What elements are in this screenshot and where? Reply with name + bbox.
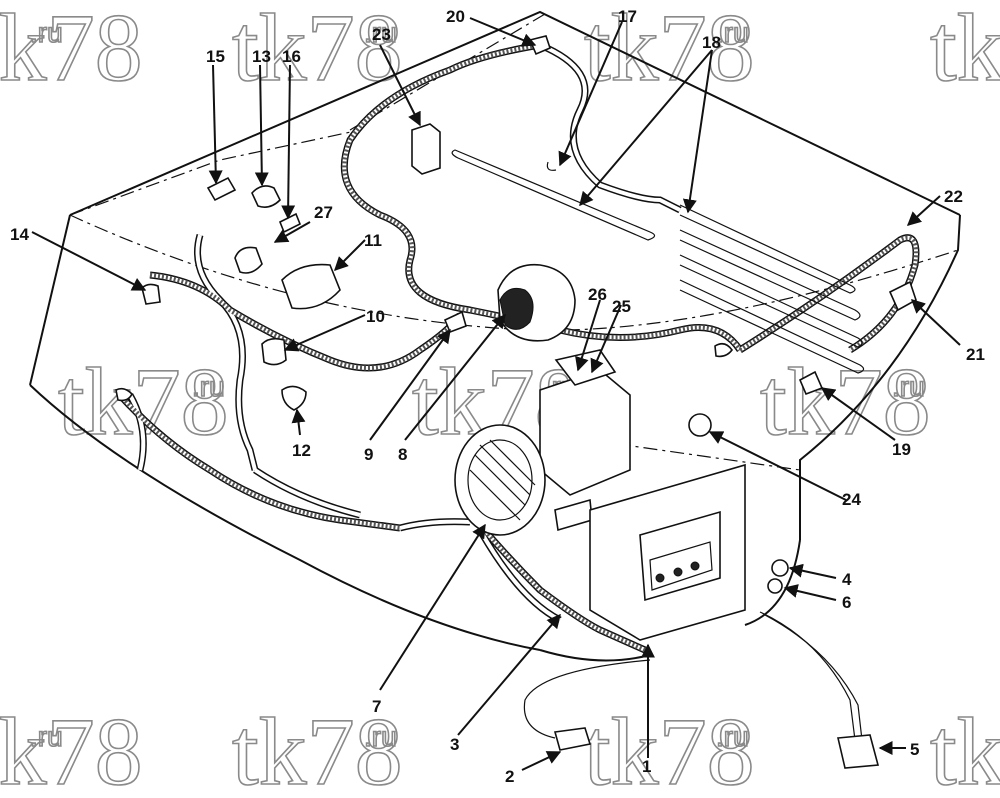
callout-22: 22 <box>944 187 963 206</box>
callout-7: 7 <box>372 697 381 716</box>
fuse-4 <box>771 559 789 577</box>
watermark-bottom-right2: tk78 <box>929 697 1000 798</box>
wiring-harness <box>117 41 920 654</box>
callout-21: 21 <box>966 345 985 364</box>
switch-14 <box>141 283 161 305</box>
leader-lines <box>31 17 961 771</box>
watermark-top-right2: tk78 <box>929 0 1000 102</box>
svg-text:tk78: tk78 <box>584 0 755 101</box>
callout-11: 11 <box>364 231 382 250</box>
heater-tubes <box>451 149 865 374</box>
relay-10 <box>261 337 287 366</box>
grommet-left <box>115 387 133 402</box>
callout-8: 8 <box>398 445 407 464</box>
svg-text:tk78: tk78 <box>232 698 403 798</box>
callout-13: 13 <box>252 47 271 66</box>
motor-11 <box>281 263 341 310</box>
callout-4: 4 <box>842 570 852 589</box>
callout-12: 12 <box>292 441 311 460</box>
unit-housing <box>29 10 961 662</box>
callout-14: 14 <box>10 225 29 244</box>
callout-25: 25 <box>612 297 631 316</box>
callout-19: 19 <box>892 440 911 459</box>
svg-text:.ru: .ru <box>716 721 749 752</box>
svg-text:tk78: tk78 <box>930 0 1000 101</box>
callout-15: 15 <box>206 47 225 66</box>
svg-text:.ru: .ru <box>364 721 397 752</box>
svg-text:.ru: .ru <box>716 17 749 48</box>
fuse-6 <box>767 578 783 594</box>
callout-6: 6 <box>842 593 851 612</box>
callout-20: 20 <box>446 7 465 26</box>
watermark-top-right1: tk78.ru <box>583 0 755 102</box>
svg-text:tk78: tk78 <box>760 348 931 455</box>
svg-text:.ru: .ru <box>30 17 63 48</box>
callout-23: 23 <box>372 25 391 44</box>
watermark-bottom-left: tk78.ru <box>0 697 143 798</box>
callout-5: 5 <box>910 740 919 759</box>
svg-text:tk78: tk78 <box>0 698 143 798</box>
svg-text:.ru: .ru <box>364 17 397 48</box>
side-components <box>688 280 917 594</box>
watermark-bottom-right1: tk78.ru <box>583 697 755 798</box>
junction-box <box>411 123 441 175</box>
upper-left-components <box>115 176 467 411</box>
callout-2: 2 <box>505 767 514 786</box>
grommet-right <box>714 342 733 358</box>
remote-cables <box>523 611 880 769</box>
svg-text:.ru: .ru <box>892 371 925 402</box>
svg-text:.ru: .ru <box>192 371 225 402</box>
svg-text:tk78: tk78 <box>584 698 755 798</box>
watermark-top-left: tk78.ru <box>0 0 143 102</box>
electric-motor <box>454 349 631 536</box>
solenoid-13 <box>251 185 281 208</box>
remote-plug-5 <box>837 734 880 769</box>
callout-3: 3 <box>450 735 459 754</box>
connector-9 <box>443 310 467 334</box>
thermostat-12 <box>281 385 307 411</box>
watermark-bottom-center: tk78.ru <box>231 697 403 798</box>
valve-27 <box>234 246 263 274</box>
callout-1: 1 <box>642 757 651 776</box>
callout-labels: 1 2 3 4 5 6 7 8 9 10 11 12 13 14 15 16 1… <box>10 7 985 786</box>
callout-18: 18 <box>702 33 721 52</box>
alternator <box>497 263 576 342</box>
plug-15 <box>206 176 237 202</box>
gauge-24 <box>688 413 712 437</box>
svg-text:.ru: .ru <box>30 721 63 752</box>
callout-10: 10 <box>366 307 385 326</box>
callout-9: 9 <box>364 445 373 464</box>
callout-17: 17 <box>618 7 637 26</box>
callout-16: 16 <box>282 47 301 66</box>
callout-26: 26 <box>588 285 607 304</box>
control-box <box>589 463 746 641</box>
svg-text:tk78: tk78 <box>930 698 1000 798</box>
svg-text:tk78: tk78 <box>0 0 143 101</box>
callout-27: 27 <box>314 203 333 222</box>
callout-24: 24 <box>842 490 861 509</box>
remote-plug-2 <box>553 727 592 751</box>
sensor-clip <box>546 161 557 171</box>
watermark-mid-right: tk78.ru <box>759 347 931 456</box>
